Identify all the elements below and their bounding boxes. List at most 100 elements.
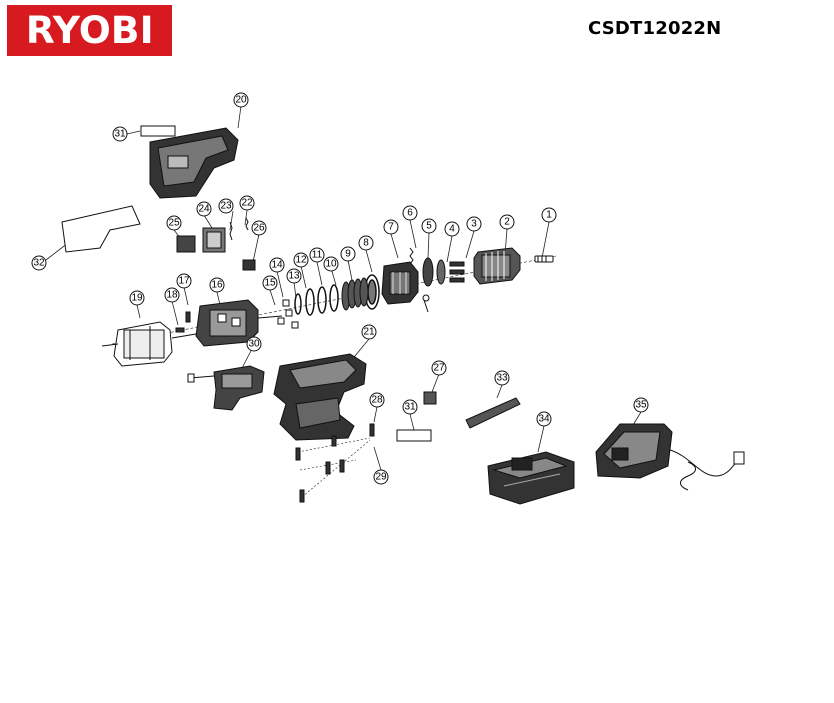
- callout-8: [358, 235, 374, 251]
- callout-4: [444, 221, 460, 237]
- part-housing-left: [149, 127, 239, 199]
- callout-27: [431, 360, 447, 376]
- callout-19: [129, 290, 145, 306]
- callout-label: 13: [288, 271, 300, 282]
- callout-22: [239, 195, 255, 211]
- callout-30: [246, 336, 262, 352]
- callout-label: 26: [253, 223, 265, 234]
- callout-29: [373, 469, 389, 485]
- ryobi-logo: RYOBI: [7, 5, 172, 56]
- callout-label: 9: [345, 249, 351, 260]
- callout-label: 30: [248, 339, 260, 350]
- callout-20: [233, 92, 249, 108]
- part-gear-housing: [381, 261, 419, 305]
- callout-label: 8: [363, 238, 369, 249]
- callout-label: 33: [496, 373, 508, 384]
- part-clip: [175, 311, 191, 333]
- callout-16: [209, 277, 225, 293]
- callout-31a: [112, 126, 128, 142]
- callout-21: [361, 324, 377, 340]
- part-battery: [487, 451, 575, 505]
- callout-7: [383, 219, 399, 235]
- callout-label: 31: [114, 129, 126, 140]
- callout-26: [251, 220, 267, 236]
- callout-label: 32: [33, 258, 45, 269]
- part-housing-right: [273, 353, 367, 441]
- part-small-pins: [277, 299, 299, 329]
- callout-5: [421, 218, 437, 234]
- part-27: [423, 391, 437, 405]
- callout-label: 5: [426, 221, 432, 232]
- part-trigger: [187, 365, 265, 411]
- callout-13: [286, 268, 302, 284]
- callout-label: 15: [264, 278, 276, 289]
- callout-label: 35: [635, 400, 647, 411]
- callout-24: [196, 201, 212, 217]
- callout-25: [166, 215, 182, 231]
- part-label-bottom: [396, 429, 432, 442]
- callout-label: 2: [504, 217, 510, 228]
- callout-label: 28: [371, 395, 383, 406]
- part-ring-gear: [364, 274, 380, 310]
- callout-label: 11: [312, 250, 323, 261]
- callout-label: 22: [241, 198, 253, 209]
- part-bit-holder: [465, 397, 521, 429]
- logo-text: RYOBI: [25, 9, 154, 52]
- part-spring: [409, 247, 414, 265]
- callout-18: [164, 287, 180, 303]
- callout-label: 4: [449, 224, 455, 235]
- callout-label: 10: [325, 259, 337, 270]
- part-charger: [595, 423, 745, 491]
- callout-17: [176, 273, 192, 289]
- callout-label: 1: [546, 210, 552, 221]
- model-number: CSDT12022N: [588, 18, 722, 39]
- part-bit: [534, 255, 554, 263]
- callout-31b: [402, 399, 418, 415]
- callout-28: [369, 392, 385, 408]
- callout-34: [536, 411, 552, 427]
- callout-label: 34: [538, 414, 550, 425]
- callout-9: [340, 246, 356, 262]
- callout-11: [309, 247, 325, 263]
- part-washers: [422, 257, 446, 313]
- callout-14: [269, 257, 285, 273]
- callout-10: [323, 256, 339, 272]
- part-label-top: [140, 125, 176, 137]
- part-screws-small: [295, 423, 375, 503]
- callout-12: [293, 252, 309, 268]
- callout-label: 23: [220, 201, 232, 212]
- callout-label: 29: [375, 472, 387, 483]
- callout-23: [218, 198, 234, 214]
- callout-2: [499, 214, 515, 230]
- callout-35: [633, 397, 649, 413]
- part-chuck: [473, 247, 521, 285]
- callout-label: 25: [168, 218, 180, 229]
- part-label-side: [61, 205, 141, 253]
- callout-label: 6: [407, 208, 413, 219]
- callout-label: 14: [271, 260, 283, 271]
- callout-3: [466, 216, 482, 232]
- part-screws: [449, 261, 465, 283]
- callout-label: 12: [295, 255, 307, 266]
- part-motor: [101, 321, 197, 367]
- part-switch-group: [176, 217, 256, 271]
- callout-label: 3: [471, 219, 477, 230]
- callout-label: 18: [166, 290, 178, 301]
- callout-32: [31, 255, 47, 271]
- callout-label: 24: [198, 204, 210, 215]
- callout-1: [541, 207, 557, 223]
- callout-label: 20: [235, 95, 247, 106]
- callout-label: 16: [211, 280, 223, 291]
- callout-label: 19: [131, 293, 143, 304]
- callout-label: 21: [363, 327, 375, 338]
- callout-33: [494, 370, 510, 386]
- callout-label: 17: [178, 276, 190, 287]
- part-gearbox: [195, 299, 283, 347]
- callout-label: 31: [404, 402, 416, 413]
- part-planetary-gears: [341, 277, 369, 311]
- callout-label: 27: [433, 363, 445, 374]
- callout-6: [402, 205, 418, 221]
- callout-label: 7: [388, 222, 394, 233]
- callout-15: [262, 275, 278, 291]
